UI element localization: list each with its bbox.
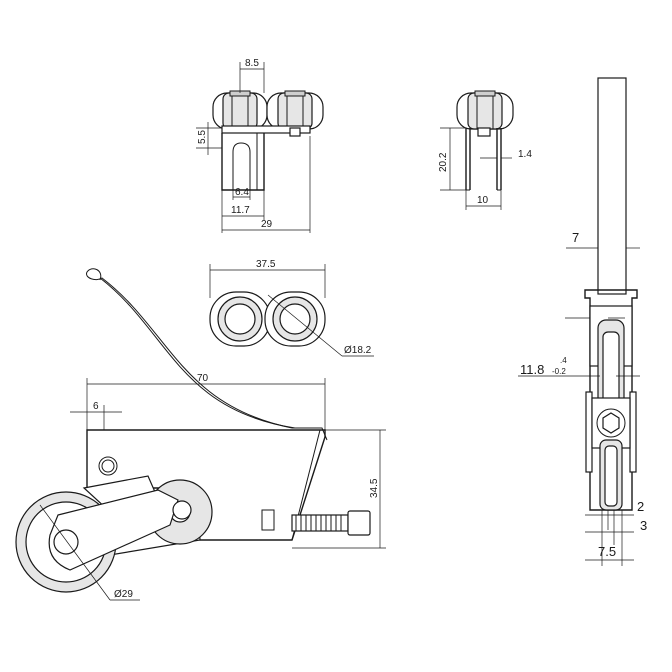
dim-wheels-span: 37.5 [256, 259, 276, 270]
dim-width: 29 [261, 219, 273, 230]
dim-main-wheel-diameter: Ø29 [114, 589, 133, 600]
wheels-top-view: 37.5 Ø18.2 [209, 259, 374, 357]
main-side-view: 70 6 34.5 Ø29 [15, 268, 386, 601]
dim-main-height: 34.5 [369, 478, 380, 498]
dim-wheels-diameter: Ø18.2 [344, 345, 372, 356]
top-front-view: 8.5 5.5 6.4 11.7 29 [196, 58, 324, 233]
dim-side-height: 20.2 [438, 152, 449, 172]
dim-slot: 6.4 [235, 187, 249, 198]
dim-right-gap-b: 3 [640, 518, 647, 533]
dim-right-tolerance-lower: -0.2 [552, 367, 566, 376]
dim-height: 5.5 [197, 130, 208, 144]
dim-right-gap-a: 2 [637, 499, 644, 514]
dim-main-hole: 6 [93, 401, 99, 412]
right-edge-view: 7 11.8 -0.2 .4 2 3 7.5 [518, 77, 647, 566]
dim-right-tolerance-upper: .4 [560, 356, 567, 365]
dim-pitch: 8.5 [245, 58, 259, 69]
dim-right-tolerance-main: 11.8 [520, 362, 544, 377]
dim-right-base-width: 7.5 [598, 544, 616, 559]
top-side-view: 20.2 1.4 10 [438, 90, 532, 210]
dim-side-width: 10 [477, 195, 489, 206]
dim-main-length: 70 [197, 373, 209, 384]
dim-offset: 11.7 [231, 205, 250, 216]
dim-right-top-width: 7 [572, 230, 579, 245]
dim-side-thickness: 1.4 [518, 149, 532, 160]
